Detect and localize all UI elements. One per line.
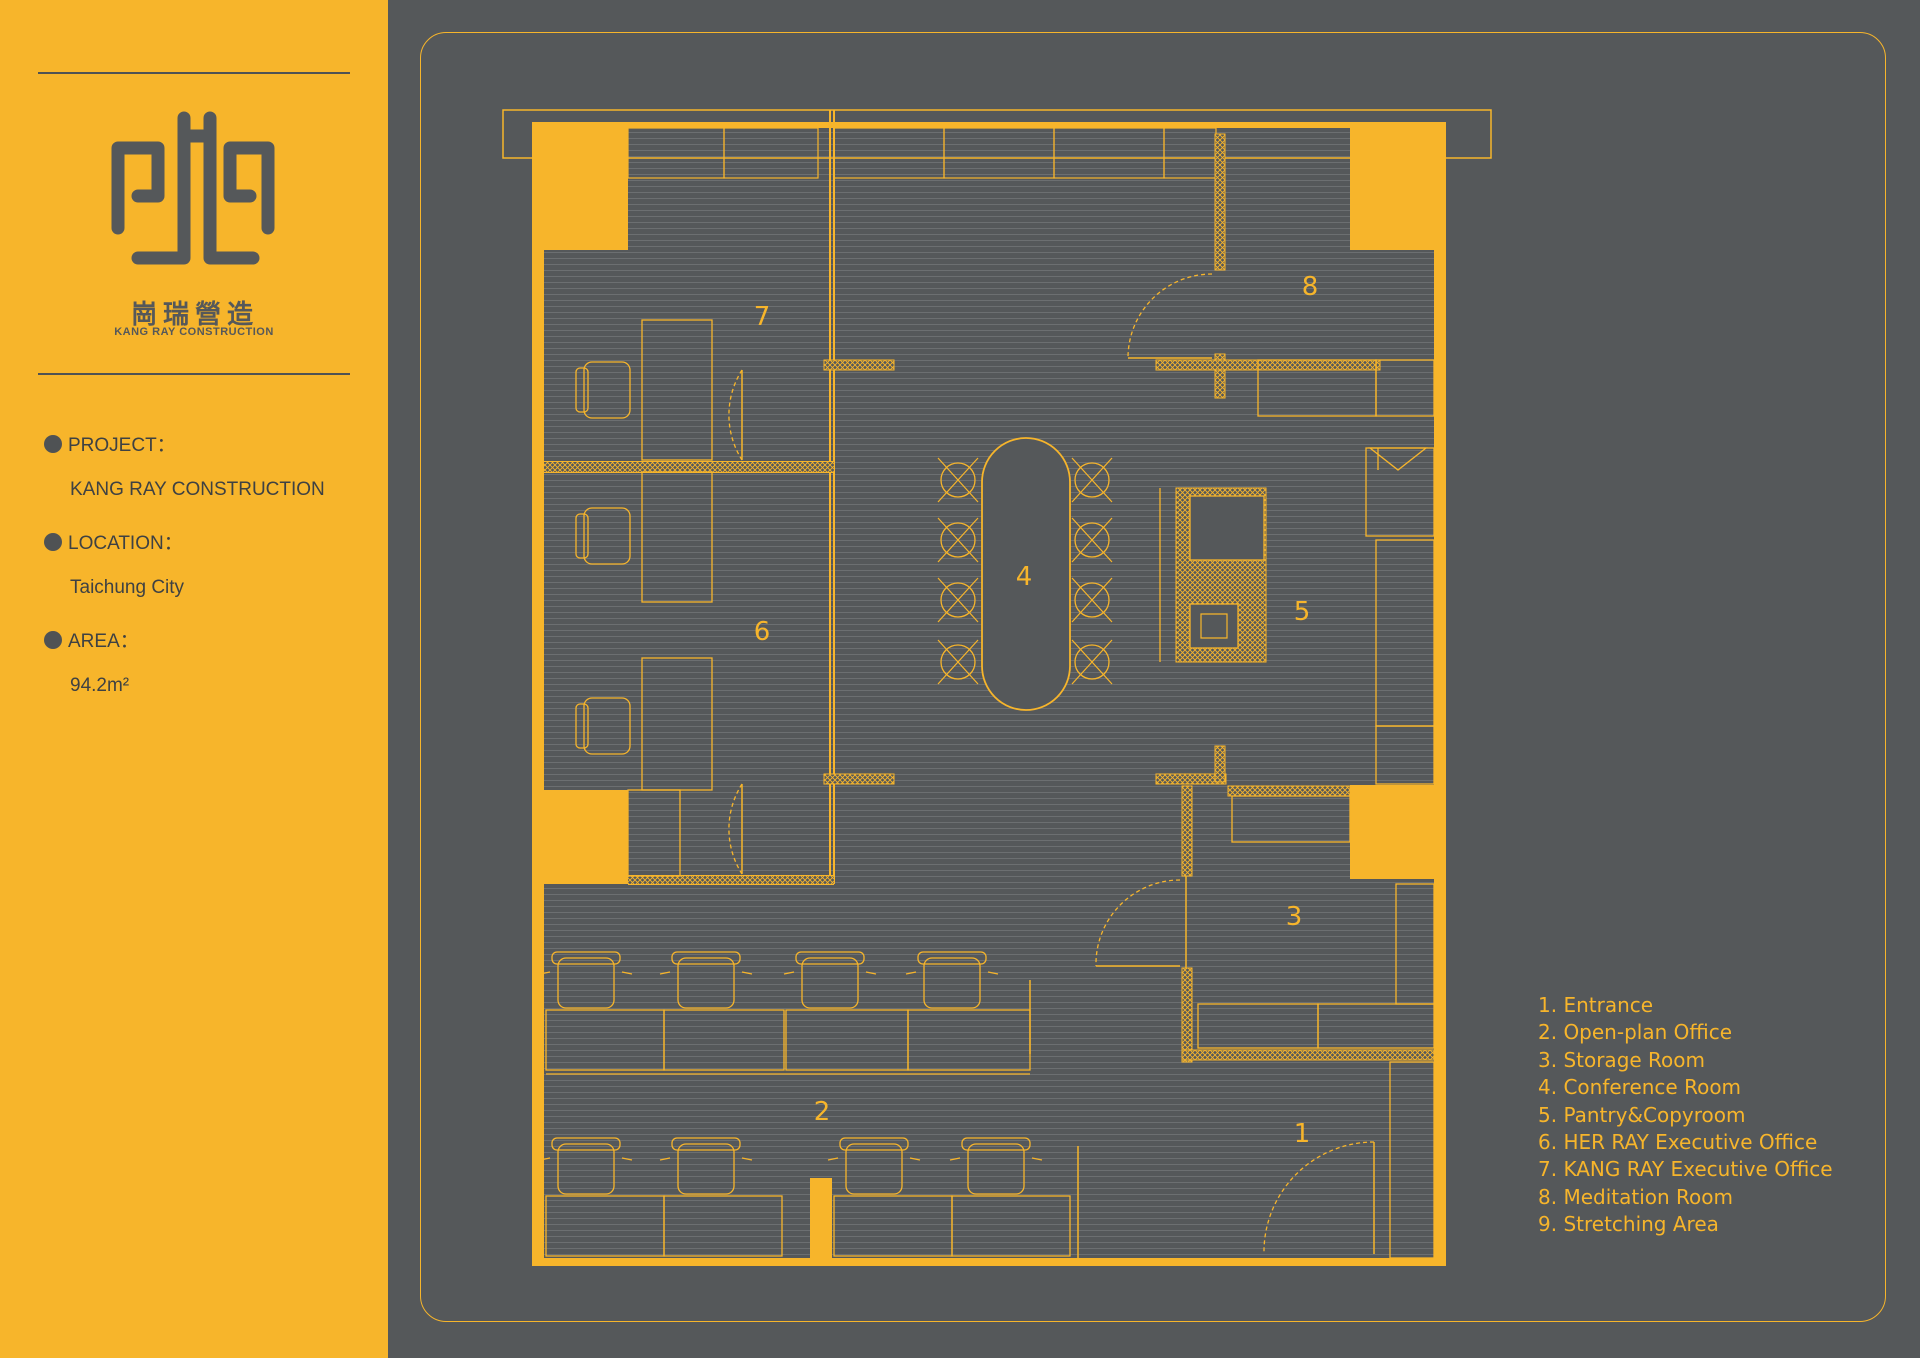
legend-item: 7. KANG RAY Executive Office xyxy=(1538,1157,1833,1182)
location-label-text: LOCATION： xyxy=(68,533,183,554)
office-chair xyxy=(827,1137,921,1195)
conference-chair xyxy=(937,517,979,563)
office-chair xyxy=(949,1137,1043,1195)
location-label: LOCATION： xyxy=(44,528,183,555)
bullet-icon xyxy=(44,434,62,453)
sidebar: 崗瑞營造 KANG RAY CONSTRUCTION PROJECT： KANG… xyxy=(0,0,388,1358)
executive-chair xyxy=(575,507,631,565)
room-label-8: 8 xyxy=(1302,272,1319,302)
divider-top xyxy=(38,72,350,74)
conference-chair xyxy=(937,457,979,503)
location-value: Taichung City xyxy=(70,577,185,598)
legend: 1. Entrance 2. Open-plan Office 3. Stora… xyxy=(1538,992,1833,1239)
conference-chair xyxy=(1071,457,1113,503)
executive-chair xyxy=(575,361,631,419)
logo-english-name: KANG RAY CONSTRUCTION xyxy=(114,326,274,338)
conference-chair xyxy=(937,639,979,685)
project-label-text: PROJECT： xyxy=(68,435,176,456)
room-label-2: 2 xyxy=(814,1097,831,1127)
room-label-7: 7 xyxy=(754,302,771,332)
logo-chinese-name: 崗瑞營造 xyxy=(130,300,259,330)
room-label-4: 4 xyxy=(1016,562,1033,592)
office-chair xyxy=(659,951,753,1009)
area-label: AREA： xyxy=(44,626,139,653)
legend-item: 6. HER RAY Executive Office xyxy=(1538,1130,1818,1155)
conference-chair xyxy=(1071,577,1113,623)
legend-item: 3. Storage Room xyxy=(1538,1047,1706,1072)
office-chair xyxy=(905,951,999,1009)
bullet-icon xyxy=(44,630,62,649)
divider-bottom xyxy=(38,373,350,375)
conference-chair xyxy=(937,577,979,623)
legend-item: 5. Pantry&Copyroom xyxy=(1538,1102,1746,1127)
project-label: PROJECT： xyxy=(44,430,176,457)
drawing-frame xyxy=(420,32,1886,1322)
room-label-5: 5 xyxy=(1294,597,1311,627)
executive-chair xyxy=(575,697,631,755)
legend-item: 1. Entrance xyxy=(1538,993,1654,1017)
plan-structure xyxy=(502,109,1492,1266)
area-label-text: AREA： xyxy=(68,631,139,652)
office-chair xyxy=(539,951,633,1009)
conference-chair xyxy=(1071,639,1113,685)
room-label-3: 3 xyxy=(1286,902,1303,932)
area-value: 94.2m² xyxy=(70,675,130,696)
office-chair xyxy=(659,1137,753,1195)
bullet-icon xyxy=(44,532,62,551)
project-value: KANG RAY CONSTRUCTION xyxy=(70,479,325,500)
company-logo xyxy=(111,111,275,265)
room-label-1: 1 xyxy=(1294,1119,1311,1149)
room-label-6: 6 xyxy=(754,617,771,647)
office-chair xyxy=(783,951,877,1009)
legend-item: 8. Meditation Room xyxy=(1538,1184,1733,1209)
legend-item: 4. Conference Room xyxy=(1538,1075,1742,1100)
legend-item: 2. Open-plan Office xyxy=(1538,1020,1732,1045)
conference-chair xyxy=(1071,517,1113,563)
chair-group xyxy=(539,361,1113,1195)
office-chair xyxy=(539,1137,633,1195)
room-labels: 1 2 3 4 5 6 7 8 xyxy=(754,272,1319,1149)
legend-item: 9. Stretching Area xyxy=(1538,1212,1719,1237)
